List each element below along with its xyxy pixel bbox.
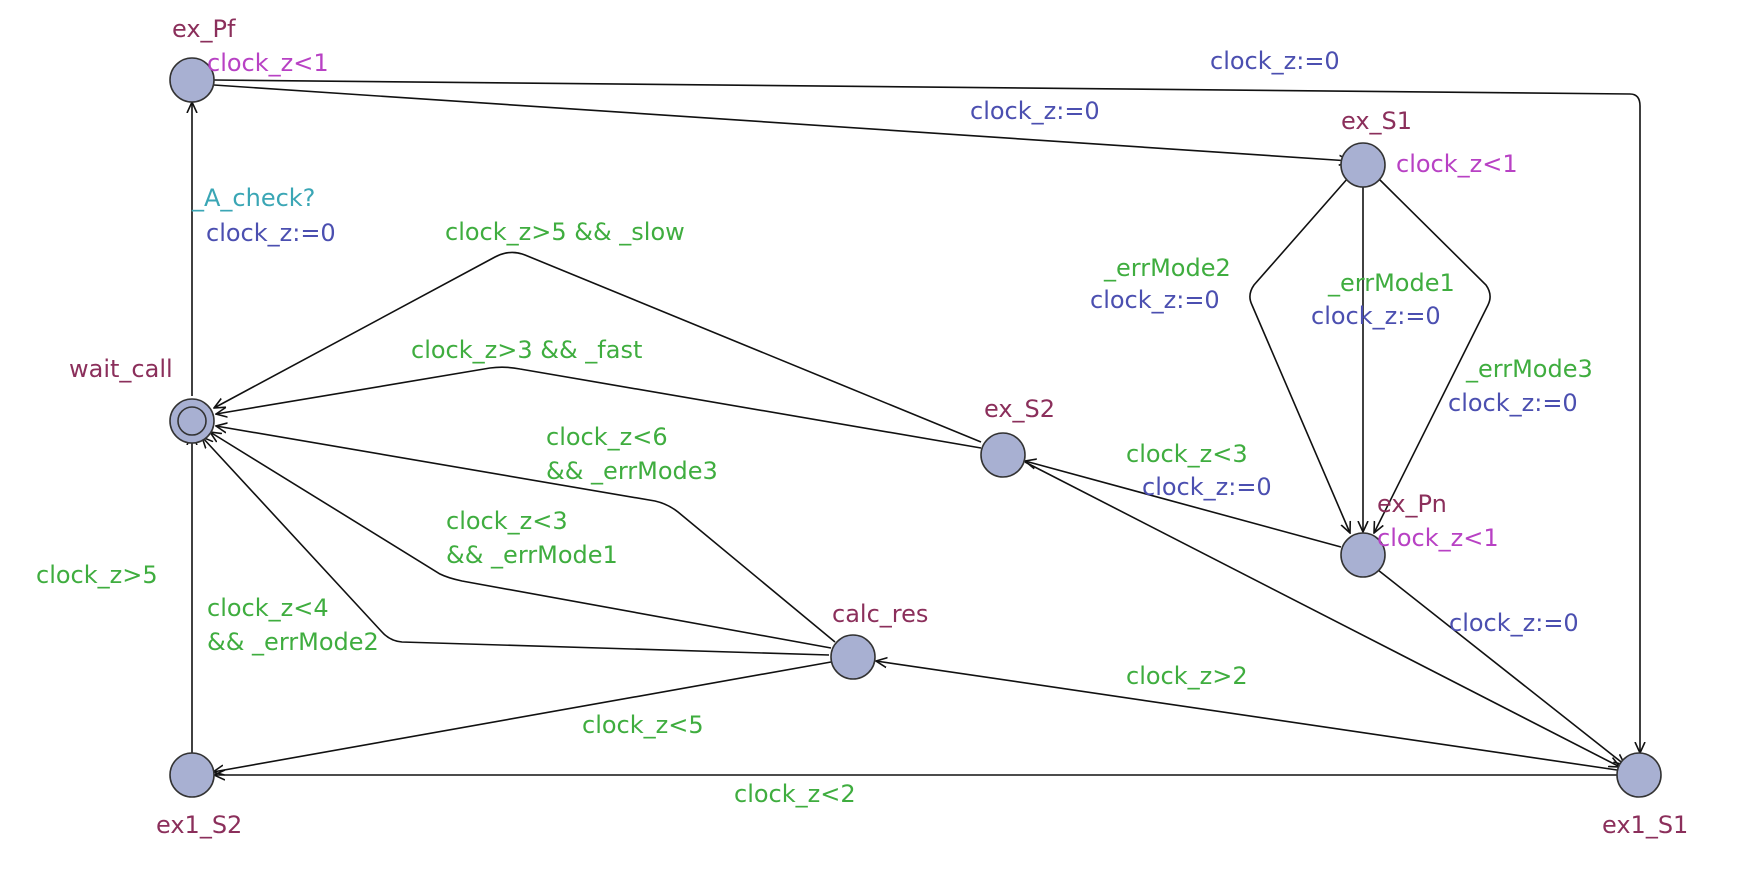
location-name-ex1-s1: ex1_S1	[1602, 811, 1688, 839]
location-name-ex-pf: ex_Pf	[172, 15, 236, 43]
edge-calcres-to-ex1s2[interactable]	[213, 661, 832, 772]
edge-expn-to-exs2[interactable]	[1025, 461, 1342, 548]
edge-calcres-to-waitcall-errmode3[interactable]	[216, 426, 836, 643]
edge-calcres-to-waitcall-errmode2[interactable]	[202, 437, 830, 656]
update-expf-to-exs1: clock_z:=0	[970, 97, 1100, 125]
guard-ex1s1-to-ex1s2: clock_z<2	[734, 780, 856, 808]
update-expf-to-ex1s1: clock_z:=0	[1210, 47, 1340, 75]
invariant-ex-pf: clock_z<1	[207, 49, 329, 77]
guard-calcres-to-waitcall-errmode1-line2: && _errMode1	[446, 541, 618, 569]
guard-calcres-to-waitcall-errmode3-line1: clock_z<6	[546, 423, 668, 451]
update-expn-to-exs2: clock_z:=0	[1142, 473, 1272, 501]
update-exs1-to-expn-errmode3: clock_z:=0	[1448, 389, 1578, 417]
location-name-ex-s1: ex_S1	[1341, 107, 1412, 135]
edge-exs2-to-ex1s1[interactable]	[1024, 461, 1620, 767]
edge-exs2-to-waitcall-slow[interactable]	[214, 251, 982, 443]
edge-exs2-to-waitcall-fast[interactable]	[216, 366, 982, 449]
edge-ex1s1-to-calcres[interactable]	[876, 661, 1618, 771]
update-waitcall-to-expf: clock_z:=0	[206, 219, 336, 247]
sync-waitcall-to-expf: _A_check?	[191, 184, 315, 212]
edge-exs1-to-expn-errmode3[interactable]	[1374, 177, 1491, 533]
update-exs1-to-expn-errmode1: clock_z:=0	[1311, 302, 1441, 330]
guard-calcres-to-waitcall-errmode3-line2: && _errMode3	[546, 457, 718, 485]
location-ex-s2[interactable]	[980, 432, 1026, 478]
invariant-ex-s1: clock_z<1	[1396, 150, 1518, 178]
guard-exs1-to-expn-errmode1: _errMode1	[1327, 269, 1455, 297]
location-ex1-s2[interactable]	[169, 752, 215, 798]
guard-expn-to-exs2: clock_z<3	[1126, 440, 1248, 468]
location-name-wait-call: wait_call	[69, 355, 173, 383]
location-ex-pf[interactable]	[169, 57, 215, 103]
location-wait-call[interactable]	[169, 398, 215, 444]
edge-expn-to-ex1s1[interactable]	[1377, 569, 1625, 765]
guard-exs1-to-expn-errmode2: _errMode2	[1103, 254, 1231, 282]
invariant-ex-pn: clock_z<1	[1377, 524, 1499, 552]
location-name-ex-pn: ex_Pn	[1377, 490, 1447, 518]
edge-labels: clock_z:=0 clock_z:=0 _A_check? clock_z:…	[36, 47, 1593, 808]
location-labels: ex_Pf clock_z<1 ex_S1 clock_z<1 wait_cal…	[69, 15, 1688, 839]
guard-ex1s2-to-waitcall: clock_z>5	[36, 561, 158, 589]
location-calc-res[interactable]	[830, 634, 876, 680]
edge-expf-to-exs1[interactable]	[213, 84, 1350, 161]
edge-calcres-to-waitcall-errmode1[interactable]	[210, 432, 832, 649]
update-exs1-to-expn-errmode2: clock_z:=0	[1090, 286, 1220, 314]
guard-calcres-to-ex1s2: clock_z<5	[582, 711, 704, 739]
locations	[169, 57, 1662, 798]
guard-exs2-to-waitcall-fast: clock_z>3 && _fast	[411, 336, 642, 364]
location-ex-s1[interactable]	[1340, 142, 1386, 188]
location-ex-pn[interactable]	[1340, 532, 1386, 578]
location-ex1-s1[interactable]	[1616, 752, 1662, 798]
guard-calcres-to-waitcall-errmode1-line1: clock_z<3	[446, 507, 568, 535]
location-name-ex1-s2: ex1_S2	[156, 811, 242, 839]
location-name-ex-s2: ex_S2	[984, 395, 1055, 423]
guard-calcres-to-waitcall-errmode2-line1: clock_z<4	[207, 594, 329, 622]
guard-ex1s1-to-calcres: clock_z>2	[1126, 662, 1248, 690]
edges	[192, 79, 1640, 775]
guard-exs2-to-waitcall-slow: clock_z>5 && _slow	[445, 218, 685, 246]
update-expn-to-ex1s1: clock_z:=0	[1449, 609, 1579, 637]
edge-expf-to-ex1s1[interactable]	[213, 79, 1640, 753]
guard-exs1-to-expn-errmode3: _errMode3	[1465, 355, 1593, 383]
location-name-calc-res: calc_res	[832, 600, 928, 628]
guard-calcres-to-waitcall-errmode2-line2: && _errMode2	[207, 628, 379, 656]
edge-exs1-to-expn-errmode2[interactable]	[1249, 177, 1350, 533]
initial-location-marker	[177, 406, 207, 436]
